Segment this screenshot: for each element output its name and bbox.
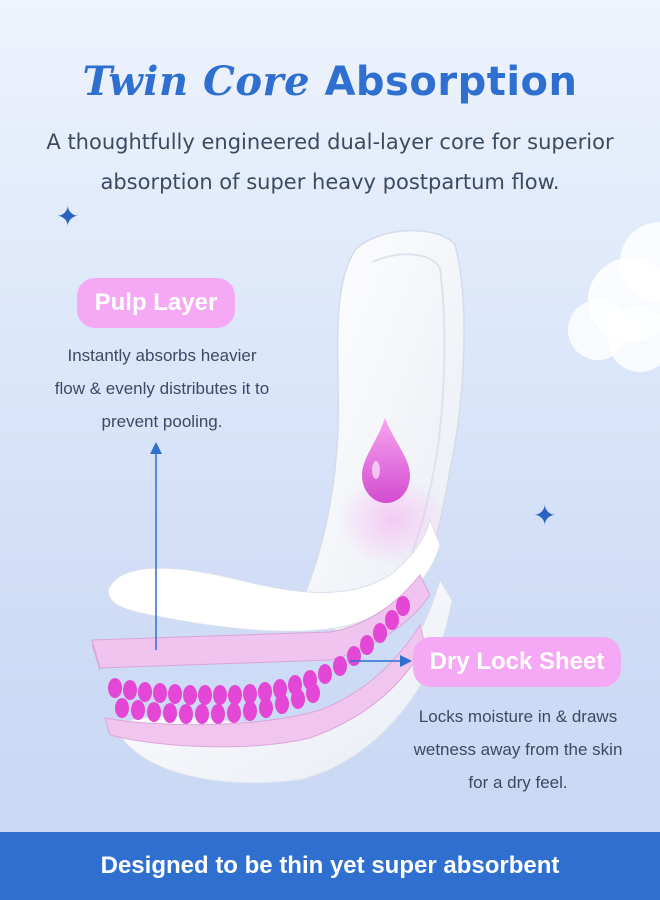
dry-lock-beads [108, 596, 410, 724]
description-line: Locks moisture in & draws [418, 707, 618, 726]
dry-lock-sheet-description: Locks moisture in & draws wetness away f… [398, 700, 638, 799]
subtitle-line: A thoughtfully engineered dual-layer cor… [46, 130, 614, 154]
arrow-up-icon [150, 442, 162, 650]
sparkle-icon: ✦ [56, 200, 80, 233]
bottom-banner: Designed to be thin yet super absorbent [0, 832, 660, 900]
pulp-layer-description: Instantly absorbs heavier flow & evenly … [32, 339, 292, 438]
description-line: wetness away from the skin [413, 740, 623, 759]
cloud-icon [568, 222, 660, 372]
dry-lock-sheet-label: Dry Lock Sheet [413, 637, 621, 687]
page-subtitle: A thoughtfully engineered dual-layer cor… [40, 122, 620, 202]
description-line: flow & evenly distributes it to [54, 379, 270, 398]
description-line: prevent pooling. [101, 412, 223, 431]
description-line: for a dry feel. [468, 773, 568, 792]
droplet-icon [362, 418, 410, 503]
subtitle-line: absorption of super heavy postpartum flo… [100, 170, 560, 194]
sparkle-icon: ✦ [533, 499, 557, 532]
pad-top-layer [107, 518, 441, 632]
description-line: Instantly absorbs heavier [67, 346, 257, 365]
arrow-right-icon [350, 655, 412, 667]
title-rest: Absorption [324, 59, 578, 105]
title-script: Twin Core [82, 58, 311, 105]
pulp-layer-label: Pulp Layer [77, 278, 235, 328]
page-title: Twin Core Absorption [0, 58, 660, 105]
